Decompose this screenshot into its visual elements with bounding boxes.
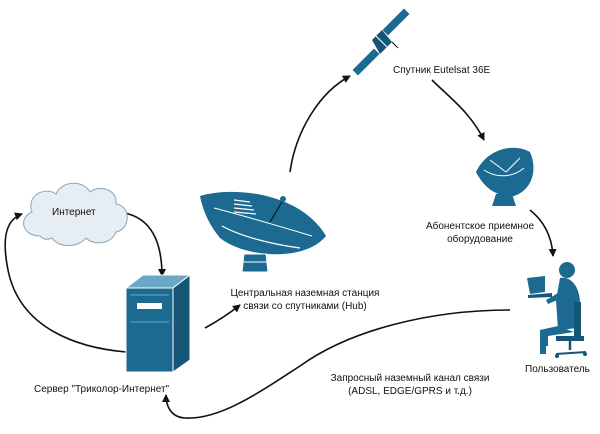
user-label: Пользователь [525, 364, 590, 375]
satellite-dish-icon [200, 191, 326, 273]
arrow-server-to-internet [4, 212, 127, 353]
arrow-subscriber-to-user [529, 209, 557, 257]
subscriber-label-line1: Абонентское приемное [425, 221, 535, 232]
hub-label: Центральная наземная станция связи со сп… [225, 287, 385, 313]
channel-label: Запросный наземный канал связи (ADSL, ED… [320, 372, 500, 398]
dish-antenna-icon [476, 147, 534, 206]
cloud-icon [23, 182, 128, 246]
arrow-user-to-server [162, 309, 511, 419]
channel-label-line2: (ADSL, EDGE/GPRS и т.д.) [348, 386, 472, 397]
channel-label-line1: Запросный наземный канал связи [330, 373, 490, 384]
server-icon [124, 273, 192, 373]
hub-label-line2: связи со спутниками (Hub) [243, 301, 367, 312]
arrow-server-to-hub [204, 304, 241, 329]
subscriber-label: Абонентское приемное оборудование [418, 220, 542, 246]
arrow-hub-to-satellite [289, 75, 351, 173]
server-label: Сервер "Триколор-Интернет" [34, 384, 170, 395]
internet-label: Интернет [52, 207, 96, 218]
subscriber-label-line2: оборудование [447, 234, 513, 245]
satellite-label: Спутник Eutelsat 36E [393, 65, 491, 76]
hub-label-line1: Центральная наземная станция [230, 288, 380, 299]
user-at-laptop-icon [527, 262, 587, 358]
arrow-satellite-to-subscriber [431, 79, 485, 141]
satellite-icon [351, 7, 411, 77]
